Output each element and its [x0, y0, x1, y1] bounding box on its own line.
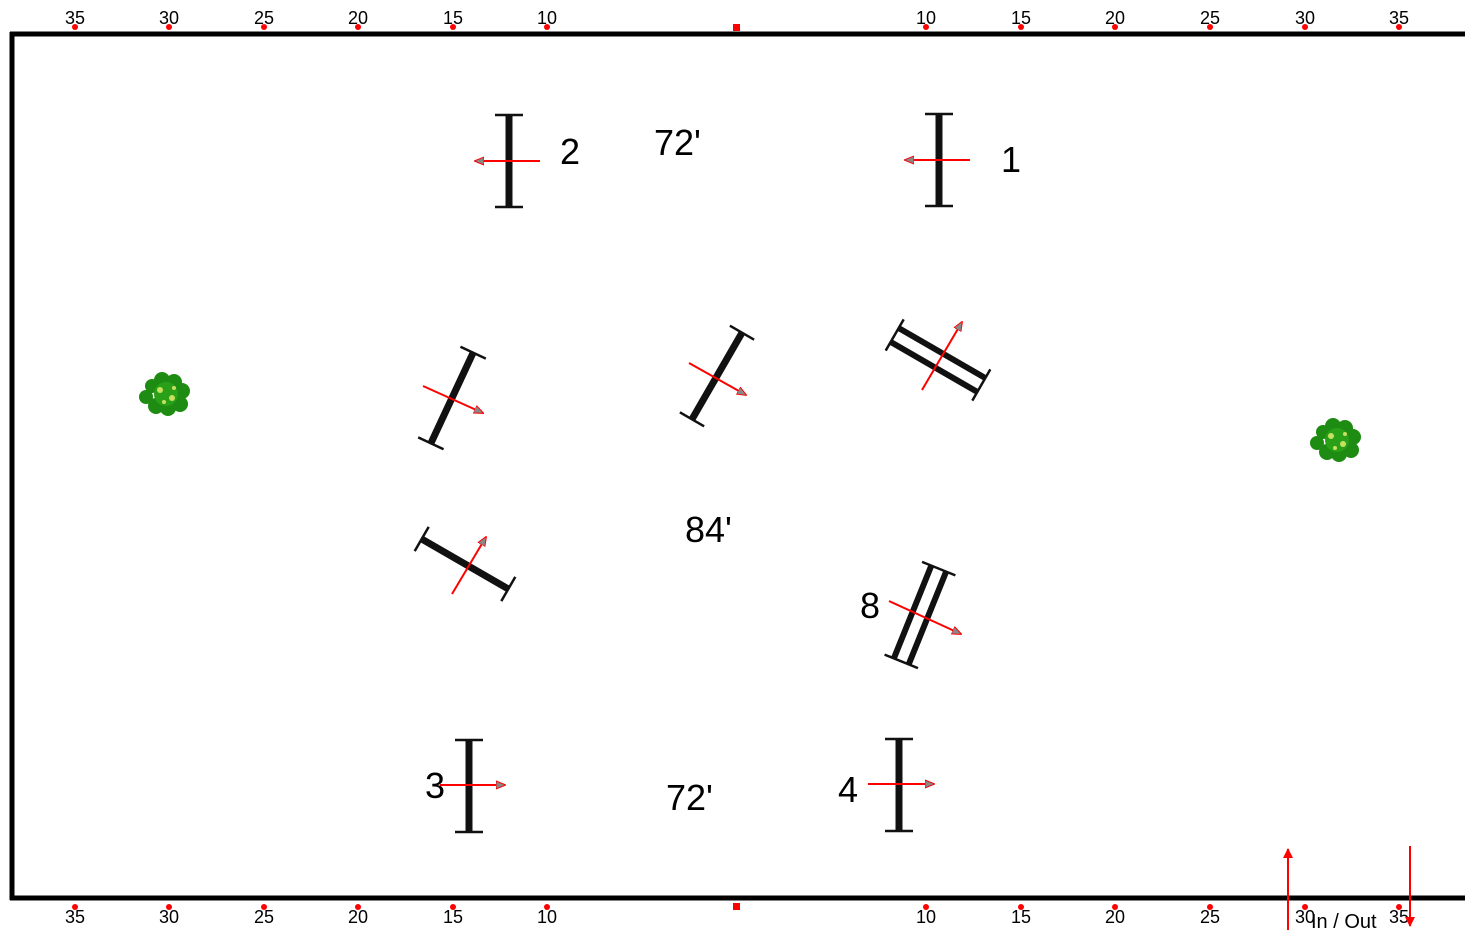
center-marker: [733, 24, 740, 31]
ruler-mark: 20: [1105, 8, 1125, 30]
ruler-label: 25: [254, 907, 274, 927]
ruler-label: 20: [1105, 8, 1125, 28]
ruler-mark: 35: [1389, 8, 1409, 30]
distance-label-top: 72': [654, 122, 701, 163]
in-out-label: In / Out: [1311, 911, 1377, 930]
ruler-label: 25: [254, 8, 274, 28]
jump-2: [475, 113, 540, 209]
jump-number-label: 4: [838, 769, 858, 810]
center-marker: [733, 903, 740, 910]
jump-lower-left: [413, 526, 517, 602]
ruler-label: 30: [159, 907, 179, 927]
ruler-label: 10: [916, 907, 936, 927]
jump-6: [679, 324, 755, 428]
ruler-label: 15: [1011, 907, 1031, 927]
ruler-label: 35: [65, 8, 85, 28]
jump-1: [905, 112, 970, 208]
ruler-mark: 25: [1200, 8, 1220, 30]
jump-number-label: 8: [860, 585, 880, 626]
bush-icon: [1310, 418, 1361, 462]
jump-number-label: 1: [1001, 139, 1021, 180]
ruler-label: 25: [1200, 8, 1220, 28]
ruler-label: 20: [348, 8, 368, 28]
ruler-mark: 25: [1200, 904, 1220, 927]
oxer-jump-icon: [884, 318, 992, 402]
direction-arrow: [921, 322, 962, 391]
ruler-mark: 30: [1295, 8, 1315, 30]
ruler-mark: 25: [254, 8, 274, 30]
ruler-label: 30: [1295, 907, 1315, 927]
ruler-label: 25: [1200, 907, 1220, 927]
ruler-mark: 35: [65, 904, 85, 927]
ruler-mark: 20: [348, 904, 368, 927]
direction-arrow: [422, 385, 483, 413]
ruler-label: 35: [1389, 8, 1409, 28]
jump-number-label: 2: [560, 131, 580, 172]
ruler-label: 15: [443, 907, 463, 927]
direction-arrow: [688, 362, 746, 395]
jump-5: [417, 345, 487, 451]
distance-label-middle: 84': [685, 509, 732, 550]
ruler-mark: 35: [65, 8, 85, 30]
ruler-mark: 15: [1011, 8, 1031, 30]
ruler-mark: 25: [254, 904, 274, 927]
jump-4: [868, 737, 934, 833]
distance-label-bottom: 72': [666, 777, 713, 818]
ruler-mark: 15: [443, 904, 463, 927]
jump-8: [884, 560, 961, 670]
ruler-mark: 30: [159, 904, 179, 927]
ruler-label: 20: [348, 907, 368, 927]
ruler-label: 15: [1011, 8, 1031, 28]
ruler-mark: 10: [537, 904, 557, 927]
ruler-mark: 20: [1105, 904, 1125, 927]
ruler-label: 30: [159, 8, 179, 28]
ruler-mark: 10: [916, 8, 936, 30]
ruler-mark: 30: [1295, 904, 1315, 927]
ruler-label: 20: [1105, 907, 1125, 927]
ruler-mark: 10: [916, 904, 936, 927]
ruler-label: 10: [537, 8, 557, 28]
jump-number-label: 3: [425, 765, 445, 806]
ruler-label: 30: [1295, 8, 1315, 28]
ruler-mark: 20: [348, 8, 368, 30]
ruler-label: 35: [1389, 907, 1409, 927]
ruler-top: 35 30 25 20 15 10 10 15 20 25 30 35: [65, 8, 1409, 31]
in-out-gate: In / Out: [1283, 846, 1415, 930]
direction-arrow: [888, 600, 961, 634]
ruler-label: 10: [916, 8, 936, 28]
direction-arrow: [451, 537, 486, 595]
ruler-mark: 15: [1011, 904, 1031, 927]
ruler-mark: 35: [1389, 904, 1409, 927]
jump-7: [884, 318, 992, 402]
vertical-jump-icon: [679, 324, 755, 428]
arena-border: [9, 31, 1465, 901]
ruler-label: 35: [65, 907, 85, 927]
ruler-mark: 10: [537, 8, 557, 30]
bush-icon: [139, 372, 190, 416]
jump-3: [440, 738, 505, 834]
ruler-bottom: 35 30 25 20 15 10 10 15 20 25 30 35: [65, 903, 1409, 927]
ruler-label: 10: [537, 907, 557, 927]
ruler-mark: 15: [443, 8, 463, 30]
vertical-jump-icon: [413, 526, 517, 602]
ruler-label: 15: [443, 8, 463, 28]
ruler-mark: 30: [159, 8, 179, 30]
